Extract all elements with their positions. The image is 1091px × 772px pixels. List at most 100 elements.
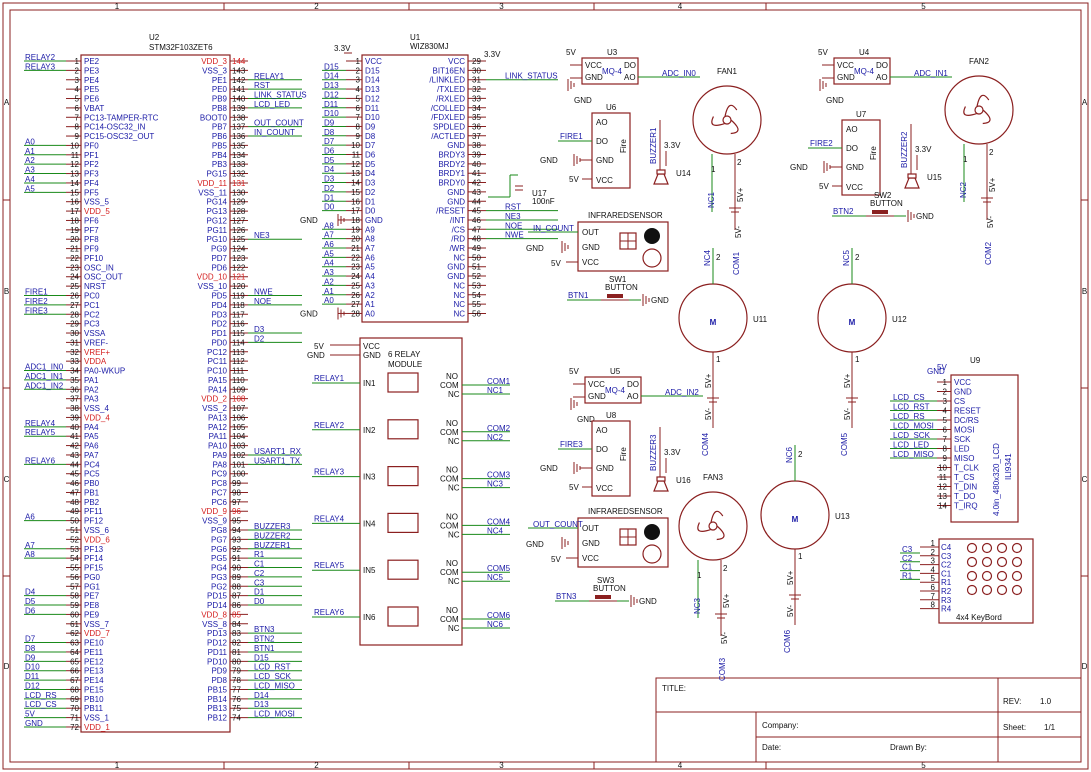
u1-pin-name: BRDY1: [438, 169, 465, 178]
u2-pin-name: PF14: [84, 554, 104, 563]
u2-pin-name: PF3: [84, 170, 99, 179]
u2-pin-number: 87: [232, 592, 241, 601]
u1-pin-number: 51: [472, 263, 481, 272]
u2-pin-name: PE5: [84, 85, 100, 94]
u2-net-label: A3: [25, 166, 35, 175]
u2-net-label: BTN3: [254, 625, 275, 634]
u1-net-label: D13: [324, 81, 339, 90]
keypad-pin: R26: [920, 583, 952, 596]
u2-net-label: FIRE1: [25, 288, 48, 297]
u2-net-label: FIRE2: [25, 297, 48, 306]
frame-row-label: B: [4, 287, 9, 296]
u2-pin-name: PF13: [84, 545, 104, 554]
buzzer-ref: U14: [676, 169, 691, 178]
motor-ref: U12: [892, 315, 907, 324]
gas-ref: U4: [859, 48, 870, 57]
keypad-4x4: 4x4 KeyBord C41C3C32C2C23C1C14R1R15R26R3…: [900, 538, 1034, 624]
u2-pin-number: 39: [70, 413, 79, 422]
u1-pin-name: D12: [365, 94, 380, 103]
fire-ao: AO: [596, 118, 608, 127]
u2-net-label: LCD_LED: [254, 100, 290, 109]
fire-vcc: VCC: [596, 176, 613, 185]
u2-pin-name: PA15: [208, 376, 228, 385]
u1-pin-name: D6: [365, 151, 376, 160]
relay-5v: 5V: [314, 342, 324, 351]
u2-pin-name: PF8: [84, 235, 99, 244]
button-ref: SW3: [597, 576, 615, 585]
u2-pin-name: VDD_1: [84, 723, 110, 732]
u1-gnd-label: GND: [300, 216, 318, 225]
ground-symbol: [819, 79, 827, 91]
relay-gnd: GND: [363, 351, 381, 360]
u1-pin-number: 25: [351, 281, 360, 290]
u2-pin-number: 70: [70, 704, 79, 713]
u2-net-label: A7: [25, 541, 35, 550]
motor-5v-plus: 5V+: [843, 373, 852, 388]
u2-pin-name: PF15: [84, 564, 104, 573]
u1-pin-number: 48: [472, 235, 481, 244]
u2-net-label: LCD_SCK: [254, 672, 292, 681]
u2-pin-name: PD0: [211, 338, 227, 347]
u2-pin-number: 130: [232, 188, 246, 197]
lcd-sub: ILI9341: [1004, 453, 1013, 480]
u1-pin-name: D4: [365, 169, 376, 178]
frame-col-label: 5: [921, 2, 926, 11]
button-ref: SW2: [874, 191, 892, 200]
u1-pin-name: NC: [453, 300, 465, 309]
gas-vcc: VCC: [588, 380, 605, 389]
u2-pin-number: 32: [70, 348, 79, 357]
u2-net-label: USART1_RX: [254, 447, 302, 456]
u2-pin-number: 26: [70, 292, 79, 301]
u2-pin-name: PG14: [207, 198, 228, 207]
u2-pin-number: 107: [232, 404, 246, 413]
frame-row-label: D: [1082, 662, 1088, 671]
u2-net-label: D7: [25, 635, 36, 644]
u2-pin-number: 66: [70, 667, 79, 676]
fire-gnd: GND: [846, 163, 864, 172]
u2-pin-name: PA9: [212, 451, 227, 460]
gas-vcc: VCC: [837, 61, 854, 70]
u2-pin-number: 124: [232, 245, 246, 254]
lcd-pin-number: 5: [943, 416, 948, 425]
u2-pin-number: 113: [232, 348, 245, 357]
u1-pin-number: 30: [472, 66, 481, 75]
u2-net-label: A0: [25, 137, 35, 146]
u1-pin-name: GND: [447, 188, 465, 197]
u2-pin-number: 100: [232, 470, 246, 479]
u2-net-label: RELAY3: [25, 62, 56, 71]
u2-pin-number: 62: [70, 629, 79, 638]
u1-pin-number: 29: [472, 57, 481, 66]
buzzer-ref: U15: [927, 173, 942, 182]
u1-pin-name: A9: [365, 225, 375, 234]
u1-pin-number: 17: [351, 207, 360, 216]
u2-pin-name: PG5: [211, 554, 228, 563]
u1-pin-name: D11: [365, 104, 380, 113]
u2-net-label: LCD_MOSI: [254, 710, 295, 719]
u2-net-label: A4: [25, 175, 35, 184]
fire-do: DO: [846, 144, 858, 153]
u2-pin-name: PC11: [208, 357, 228, 366]
u1-pin-name: D10: [365, 113, 380, 122]
u1-pin-name: A3: [365, 281, 375, 290]
ir-out: OUT: [582, 228, 599, 237]
u1-pin-number: 23: [351, 263, 360, 272]
u2-pin-name: VREF-: [84, 338, 108, 347]
